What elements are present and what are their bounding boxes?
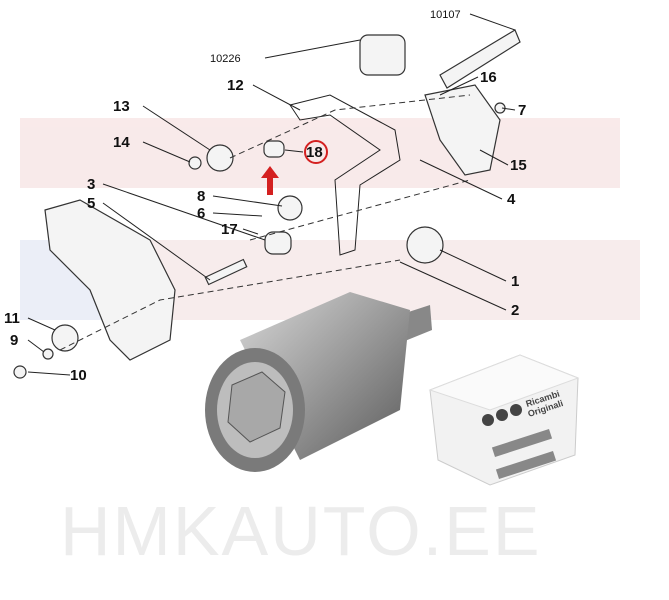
- label-13: 13: [113, 98, 130, 115]
- label-11: 11: [4, 310, 20, 327]
- roller-3: [264, 231, 292, 255]
- idler-roller-photo: [205, 292, 432, 472]
- camshaft: [439, 29, 521, 89]
- timing-belt: [289, 94, 401, 256]
- label-12: 12: [227, 77, 244, 94]
- roller-18: [263, 140, 285, 158]
- leader-lines: [27, 13, 516, 376]
- label-5: 5: [87, 195, 95, 212]
- guide-line: [229, 94, 471, 159]
- label-1: 1: [511, 273, 519, 290]
- label-17: 17: [221, 221, 238, 238]
- label-4: 4: [507, 191, 516, 208]
- highlight-circle: [304, 140, 328, 164]
- label-10: 10: [70, 367, 87, 384]
- tensioner-8: [277, 195, 303, 221]
- pulley-13: [206, 144, 234, 172]
- washer-9: [42, 348, 54, 360]
- label-14: 14: [113, 134, 130, 151]
- label-9: 9: [10, 332, 18, 349]
- label-7: 7: [518, 102, 526, 119]
- label-16: 16: [480, 69, 497, 86]
- highlight-arrow: [261, 166, 279, 195]
- label-10226: 10226: [210, 53, 241, 65]
- nut-14: [188, 156, 202, 170]
- label-10107: 10107: [430, 9, 461, 21]
- bolt-10: [13, 365, 27, 379]
- high-pressure-pump: [359, 34, 406, 76]
- watermark-text: HMKAUTO.EE: [60, 492, 542, 570]
- label-6: 6: [197, 205, 205, 222]
- guide-line: [249, 179, 471, 241]
- label-3: 3: [87, 176, 95, 193]
- bracket: [424, 84, 501, 176]
- engine-cover: [44, 199, 176, 361]
- label-8: 8: [197, 188, 205, 205]
- guide-line: [59, 259, 401, 351]
- label-15: 15: [510, 157, 527, 174]
- sprocket-1: [406, 226, 444, 264]
- label-2: 2: [511, 302, 519, 319]
- label-18: 18: [306, 144, 323, 161]
- bolt-5: [204, 258, 248, 286]
- package-box: [428, 354, 580, 486]
